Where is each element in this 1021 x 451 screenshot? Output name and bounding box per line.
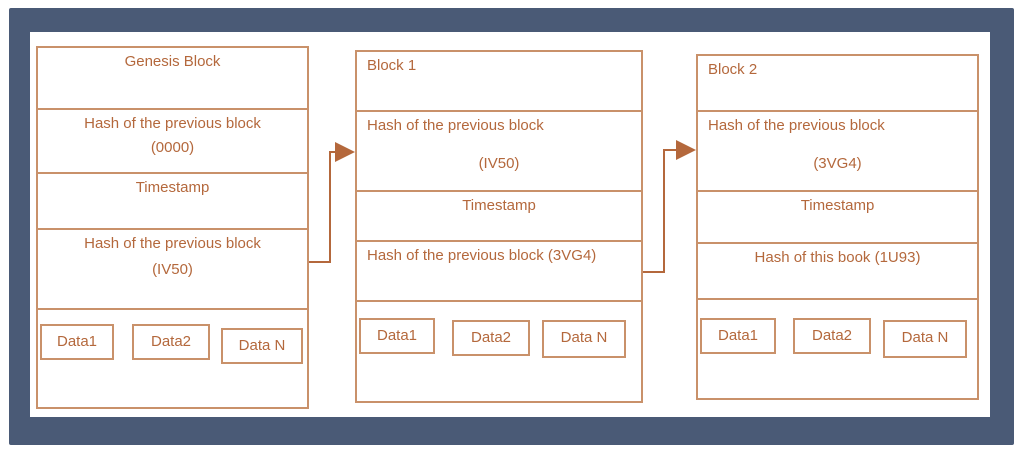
hash-label: Hash of the previous block (3VG4): [367, 247, 597, 264]
timestamp-label: Timestamp: [800, 197, 875, 214]
previous-hash-row: Hash of the previous block (IV50): [357, 112, 641, 192]
connector-arrows: [309, 140, 696, 273]
hash-row: Hash of this book (1U93): [698, 244, 977, 300]
previous-hash-value: (3VG4): [813, 155, 862, 172]
timestamp-label: Timestamp: [135, 179, 210, 196]
previous-hash-row: Hash of the previous block (0000): [38, 110, 307, 174]
hash-row: Hash of the previous block (3VG4): [357, 242, 641, 302]
timestamp-row: Timestamp: [698, 192, 977, 244]
block-title: Block 1: [367, 57, 417, 74]
hash-label: Hash of this book (1U93): [754, 249, 921, 266]
block-1: Block 1 Hash of the previous block (IV50…: [355, 50, 643, 403]
previous-hash-value: (IV50): [478, 155, 520, 172]
hash-row: Hash of the previous block (IV50): [38, 230, 307, 310]
timestamp-label: Timestamp: [462, 197, 536, 214]
block-title-row: Genesis Block: [38, 48, 307, 110]
data-box: Data1: [700, 318, 776, 354]
data-box: Data1: [40, 324, 114, 360]
data-box: Data2: [793, 318, 871, 354]
hash-label: Hash of the previous block: [84, 235, 261, 252]
diagram-canvas: Genesis Block Hash of the previous block…: [30, 32, 990, 417]
previous-hash-row: Hash of the previous block (3VG4): [698, 112, 977, 192]
data-box: Data2: [452, 320, 530, 356]
block-title: Block 2: [708, 61, 758, 78]
data-box: Data2: [132, 324, 210, 360]
previous-hash-label: Hash of the previous block: [84, 115, 261, 132]
genesis-block: Genesis Block Hash of the previous block…: [36, 46, 309, 409]
data-box: Data1: [359, 318, 435, 354]
data-box: Data N: [221, 328, 303, 364]
hash-value: (IV50): [152, 261, 193, 278]
block-title: Genesis Block: [124, 53, 221, 70]
block-title-row: Block 1: [357, 52, 641, 112]
previous-hash-label: Hash of the previous block: [708, 117, 885, 134]
arrow-genesis-to-block-1: [309, 142, 355, 263]
block-2: Block 2 Hash of the previous block (3VG4…: [696, 54, 979, 400]
previous-hash-label: Hash of the previous block: [367, 117, 544, 134]
timestamp-row: Timestamp: [357, 192, 641, 242]
data-box: Data N: [542, 320, 626, 358]
data-box: Data N: [883, 320, 967, 358]
previous-hash-value: (0000): [150, 139, 195, 156]
block-title-row: Block 2: [698, 56, 977, 112]
timestamp-row: Timestamp: [38, 174, 307, 230]
arrow-block-1-to-block-2: [643, 140, 696, 273]
